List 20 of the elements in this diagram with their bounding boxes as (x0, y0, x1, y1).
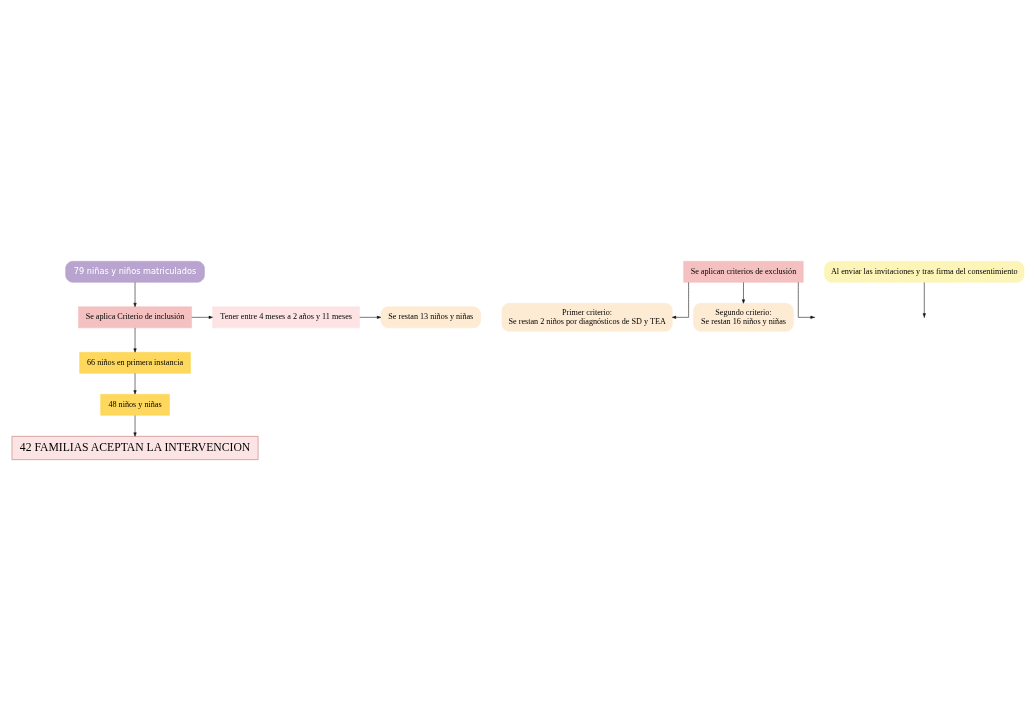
arrow (133, 373, 137, 395)
node-box: 79 niñas y niños matriculados (65, 261, 205, 283)
node-box: Segundo criterio: Se restan 16 niños y niñas (693, 303, 794, 332)
node-box: Primer criterio: Se restan 2 niños por diagnósticos de SD y TEA (501, 303, 673, 332)
node-box: Tener entre 4 meses a 2 años y 11 meses (212, 306, 360, 329)
node-box: 42 FAMILIAS ACEPTAN LA INTERVENCION (11, 436, 259, 460)
arrow (133, 415, 137, 437)
node-box: Se aplica Criterio de inclusión (78, 306, 192, 329)
node-box: Se restan 13 niños y niñas (380, 306, 481, 329)
node-box: Al enviar las invitaciones y tras firma del consentimiento (824, 261, 1025, 283)
arrow (133, 327, 137, 353)
node-box: 66 niños en primera instancia (79, 352, 191, 374)
node-box: Se aplican criterios de exclusión (683, 261, 804, 283)
arrow (741, 282, 745, 304)
node-box: 48 niños y niñas (100, 394, 170, 416)
arrow (191, 315, 213, 319)
arrow (133, 282, 137, 307)
arrow (359, 315, 382, 319)
arrow (672, 282, 689, 319)
arrow (922, 282, 926, 318)
